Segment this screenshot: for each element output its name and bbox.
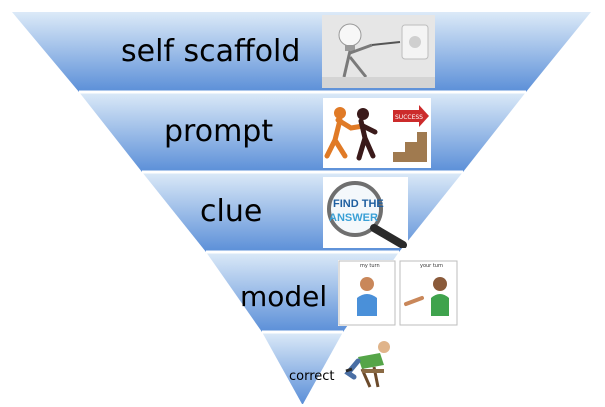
figures-pushing-to-success-image: SUCCESS bbox=[323, 98, 431, 168]
find-the-text: FIND THE bbox=[333, 198, 384, 210]
level-label-prompt: prompt bbox=[164, 114, 274, 149]
pyramid-band-5 bbox=[262, 332, 343, 404]
your-turn-caption: your turn bbox=[420, 263, 444, 269]
level-label-clue: clue bbox=[200, 194, 263, 229]
my-turn-caption: my turn bbox=[360, 263, 380, 269]
person-relaxing-in-chair-image bbox=[344, 335, 396, 393]
magnifier-find-the-answer-image: FIND THE ANSWER bbox=[323, 177, 408, 248]
pyramid-band-3 bbox=[142, 172, 463, 252]
level-label-correct: correct bbox=[289, 369, 335, 384]
success-sign-text: SUCCESS bbox=[395, 114, 423, 121]
lightbulb-robot-plug-image bbox=[322, 15, 435, 88]
my-turn-your-turn-cards-image: my turn your turn bbox=[338, 260, 459, 326]
level-label-self-scaffold: self scaffold bbox=[121, 34, 301, 69]
answer-text: ANSWER bbox=[329, 212, 378, 224]
pyramid-band-2 bbox=[79, 92, 526, 172]
level-label-model: model bbox=[240, 280, 328, 313]
pyramid-band-1 bbox=[12, 12, 591, 92]
